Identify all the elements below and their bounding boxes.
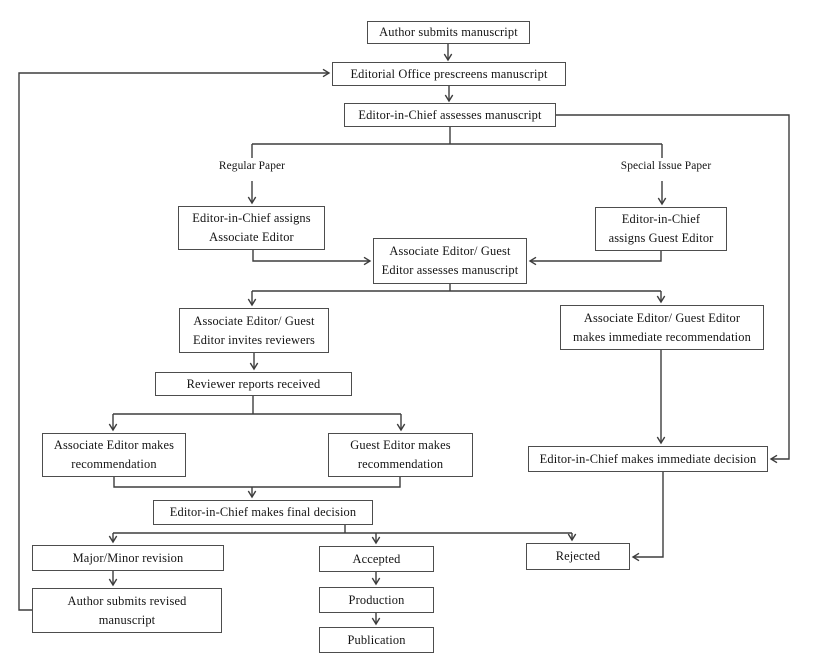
node-label: Author submits manuscript [379,25,518,39]
connector-9 [528,251,662,266]
node-label: Author submits revised manuscript [67,593,187,627]
node-rejected: Rejected [526,543,630,570]
node-eic-assigns-ge: Editor-in-Chief assigns Guest Editor [595,207,727,251]
node-label: Associate Editor/ Guest Editor invites r… [193,313,315,347]
connector-22 [556,114,790,464]
node-label: Editor-in-Chief assesses manuscript [358,107,542,122]
node-author-submits: Author submits manuscript [367,21,530,44]
node-label: Associate Editor makes recommendation [53,438,175,471]
node-major-minor-revision: Major/Minor revision [32,545,224,571]
node-label: Editor-in-Chief makes final decision [169,505,357,519]
node-editorial-office: Editorial Office prescreens manuscript [332,62,566,86]
node-publication: Publication [319,627,434,653]
node-label: Production [348,592,405,607]
connector-29 [631,472,664,562]
node-eic-final-decision: Editor-in-Chief makes final decision [153,500,373,525]
node-accepted: Accepted [319,546,434,572]
node-ae-makes-rec: Associate Editor makes recommendation [42,433,186,477]
node-label: Accepted [352,551,401,566]
node-eic-immediate-decision: Editor-in-Chief makes immediate decision [528,446,768,472]
node-label: Associate Editor/ Guest Editor assesses … [381,244,519,277]
node-label: Associate Editor/ Guest Editor makes imm… [573,310,751,344]
node-eic-assesses: Editor-in-Chief assesses manuscript [344,103,556,127]
node-label: Editor-in-Chief assigns Associate Editor [192,211,311,244]
node-label: Editor-in-Chief assigns Guest Editor [608,212,714,245]
node-label: Rejected [555,549,601,563]
node-label: Editor-in-Chief makes immediate decision [539,451,757,466]
node-ge-makes-rec: Guest Editor makes recommendation [328,433,473,477]
node-ae-ge-invites: Associate Editor/ Guest Editor invites r… [179,308,329,353]
branch-label-regular-paper: Regular Paper [218,160,286,172]
node-label: Major/Minor revision [72,550,184,565]
node-label: Guest Editor makes recommendation [350,438,451,471]
node-production: Production [319,587,434,613]
node-ae-ge-immediate-rec: Associate Editor/ Guest Editor makes imm… [560,305,764,350]
node-ae-ge-assesses: Associate Editor/ Guest Editor assesses … [373,238,527,284]
connector-30 [18,68,331,611]
node-label: Reviewer reports received [186,376,321,391]
node-label: Editorial Office prescreens manuscript [350,66,548,81]
node-reviewer-reports: Reviewer reports received [155,372,352,396]
branch-label-special-issue-paper: Special Issue Paper [620,160,712,172]
connector-19 [113,477,401,488]
node-label: Publication [347,632,406,647]
connector-8 [252,250,372,266]
node-author-revised: Author submits revised manuscript [32,588,222,633]
node-eic-assigns-ae: Editor-in-Chief assigns Associate Editor [178,206,325,250]
